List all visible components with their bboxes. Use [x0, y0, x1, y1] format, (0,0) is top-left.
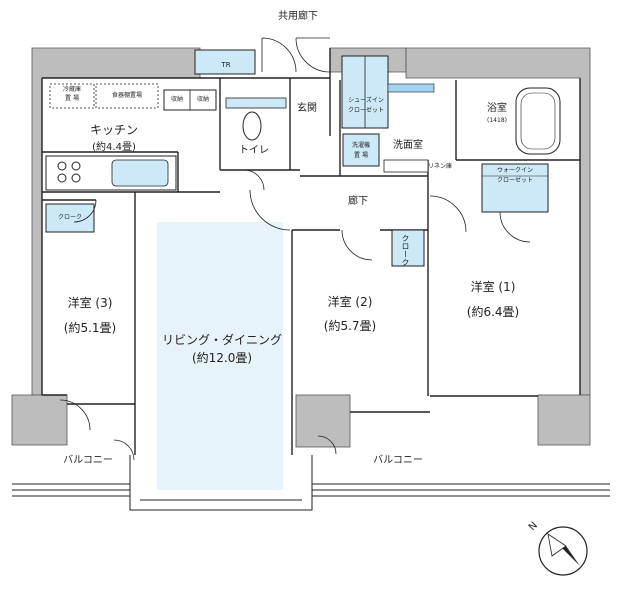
- storage-a-label: 収納: [170, 96, 184, 103]
- room2-label: 洋室 (2): [327, 295, 373, 309]
- wic-label-1: ウォークイン: [496, 167, 534, 174]
- interior-walls: [41, 48, 581, 455]
- wic-label-2: クローゼット: [496, 177, 534, 184]
- washer-space: [342, 133, 380, 167]
- fridge-space: [49, 83, 95, 109]
- room3-label: 洋室 (3): [67, 296, 113, 310]
- living-dining-area: [157, 222, 283, 490]
- room1-size: (約6.4畳): [466, 305, 520, 319]
- kitchen-label: キッチン: [89, 123, 139, 137]
- trunk-room: [194, 49, 256, 75]
- left-closet: [45, 203, 95, 233]
- living-dining-size: (約12.0畳): [191, 351, 253, 365]
- toilet-bowl: [242, 111, 262, 141]
- washer-label-1: 洗濯機: [351, 142, 371, 149]
- living-dining-label: リビング・ダイニング: [161, 333, 283, 347]
- common-corridor-label: 共用廊下: [278, 11, 318, 22]
- washer-label-2: 置 場: [354, 152, 368, 159]
- balcony-right-label: バルコニー: [373, 455, 423, 466]
- bath-size: (1418): [487, 117, 507, 124]
- walk-in-closet: [481, 163, 549, 213]
- fridge-label-2: 置 場: [65, 95, 79, 102]
- bathtub: [515, 87, 561, 155]
- storage-b-label: 収納: [196, 96, 210, 103]
- toilet-label: トイレ: [239, 145, 269, 156]
- room2-size: (約5.7畳): [323, 319, 377, 333]
- trunk-room-label: TR: [221, 61, 231, 69]
- compass: [538, 526, 588, 576]
- shoe-closet-label-2: クローゼット: [347, 107, 385, 114]
- hallway-label: 廊下: [348, 196, 368, 207]
- linen-label: リネン庫: [427, 163, 453, 170]
- dish-rack-label: 食器棚置場: [111, 92, 143, 99]
- middle-closet: [391, 229, 425, 267]
- bath-label: 浴室: [487, 103, 507, 114]
- kitchen-size: (約4.4畳): [92, 142, 136, 153]
- entrance-label: 玄関: [297, 103, 317, 114]
- shoe-closet-label-1: シューズイン: [348, 97, 384, 104]
- middle-closet-label: クローク: [401, 234, 410, 266]
- balcony-left-label: バルコニー: [63, 455, 113, 466]
- door-swings: [59, 37, 531, 461]
- dish-rack-space: [95, 83, 159, 109]
- balcony-rails: [12, 455, 610, 511]
- left-closet-label: クローク: [57, 214, 83, 221]
- fridge-label-1: 冷蔵庫: [62, 86, 82, 93]
- room1-label: 洋室 (1): [470, 280, 516, 294]
- washroom-label: 洗面室: [393, 140, 423, 151]
- room3-size: (約5.1畳): [63, 321, 117, 335]
